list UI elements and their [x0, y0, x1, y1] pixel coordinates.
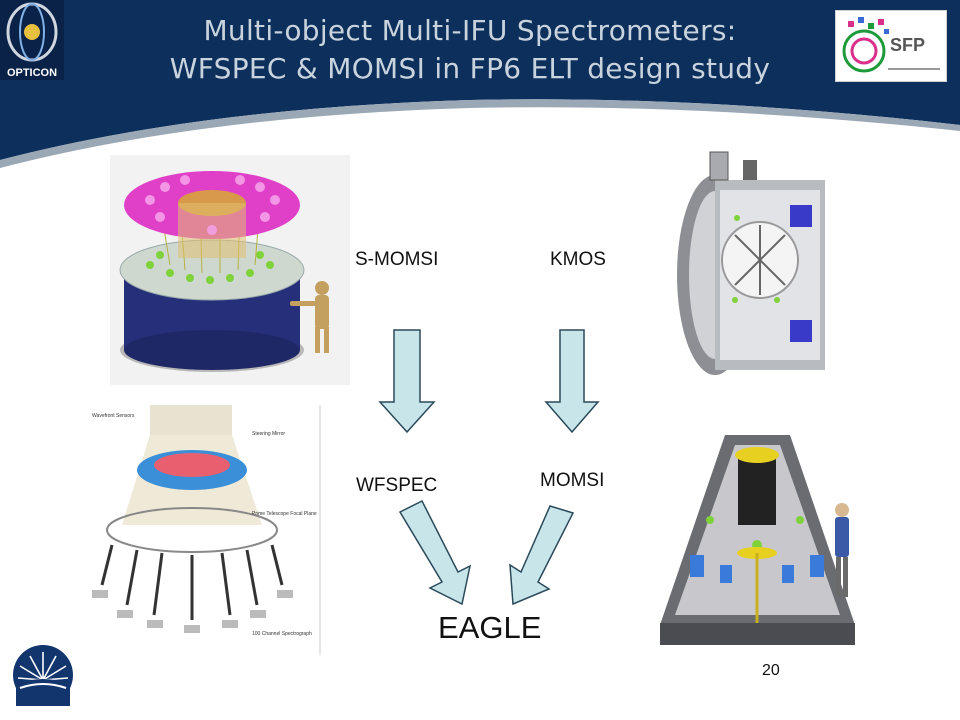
sfp-logo: SFP	[835, 10, 947, 82]
s-momsi-label: S-MOMSI	[355, 249, 439, 270]
wfspec-label-sensors: Wavefront Sensors	[92, 413, 135, 419]
arrow-down-right	[544, 329, 600, 434]
flow-arrows	[378, 329, 600, 606]
opticon-logo: OPTICON	[0, 0, 64, 80]
page-number: 20	[762, 662, 780, 679]
eagle-human-figure	[835, 503, 849, 597]
arrow-diagonal-right	[509, 505, 575, 606]
momsi-label: MOMSI	[540, 470, 605, 491]
wfspec-label-mirror: Steering Mirror	[252, 431, 285, 437]
kmos-label: KMOS	[550, 249, 606, 270]
kmos-illustration	[677, 151, 825, 375]
sfp-logo-mark	[842, 17, 940, 73]
slide-title: Multi-object Multi-IFU Spectrometers: WF…	[110, 12, 830, 88]
wfspec-label-focal: Prime Telescope Focal Plane	[252, 511, 317, 517]
sfp-logo-text: SFP	[890, 35, 926, 55]
slide-header: Multi-object Multi-IFU Spectrometers: WF…	[0, 0, 960, 175]
wfspec-label: WFSPEC	[356, 475, 438, 496]
stfc-logo	[13, 645, 73, 706]
eagle-label: EAGLE	[438, 610, 542, 645]
header-background	[0, 0, 960, 168]
human-figure	[290, 281, 329, 353]
s-momsi-illustration	[110, 155, 350, 385]
title-line-2: WFSPEC & MOMSI in FP6 ELT design study	[169, 52, 771, 85]
arrow-down-left	[378, 329, 436, 434]
opticon-logo-text: OPTICON	[7, 67, 57, 79]
title-line-1: Multi-object Multi-IFU Spectrometers:	[203, 14, 737, 47]
arrow-diagonal-left	[398, 499, 472, 606]
eagle-illustration	[660, 435, 855, 645]
wfspec-label-spectrograph: 100 Channel Spectrograph	[252, 631, 312, 637]
wfspec-illustration: Wavefront Sensors Steering Mirror Prime …	[92, 405, 321, 655]
